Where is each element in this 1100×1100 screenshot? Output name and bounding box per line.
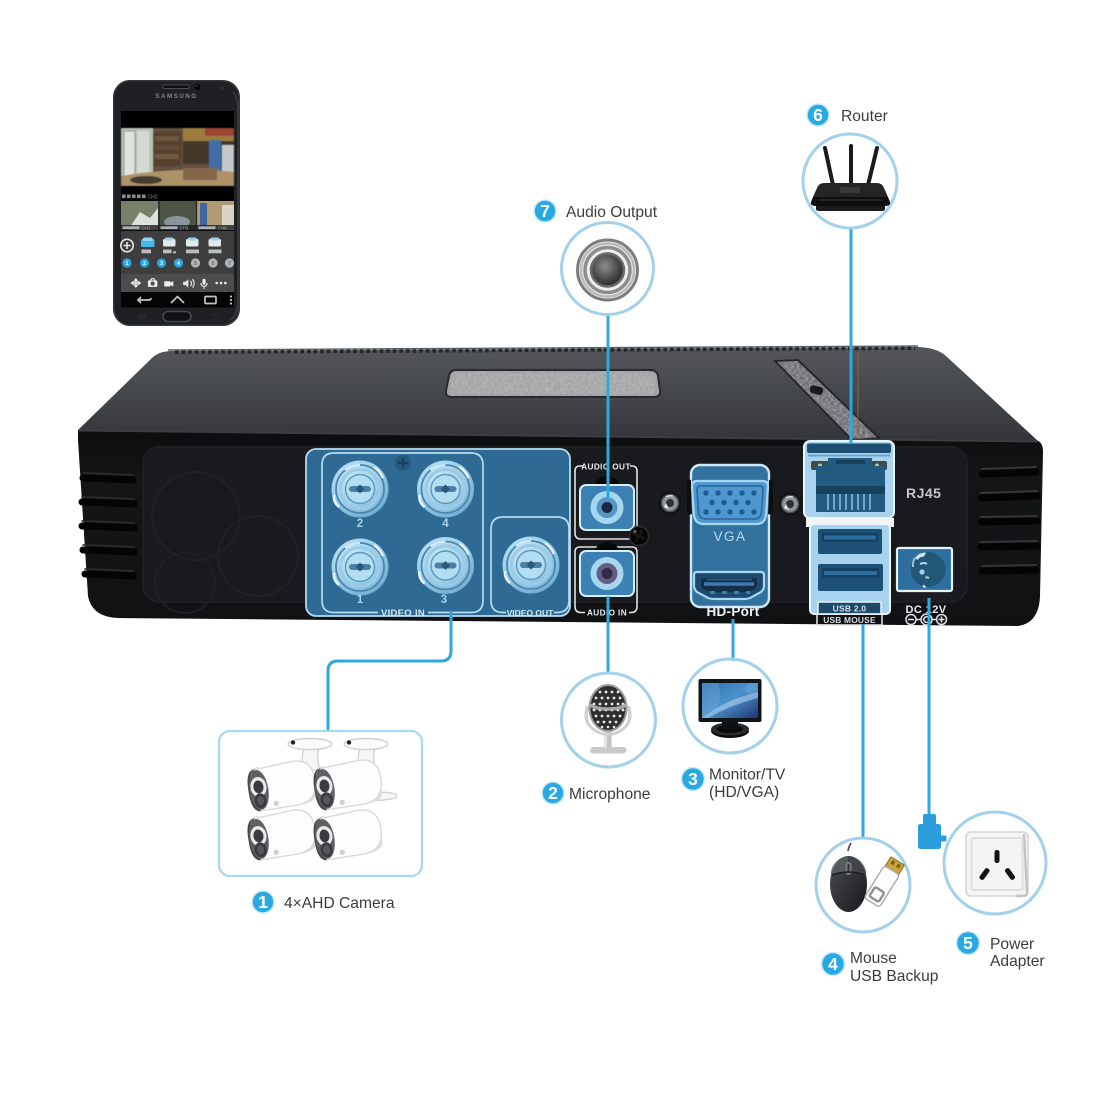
svg-text:CH1: CH1 [142, 225, 151, 230]
svg-text:3: 3 [160, 261, 163, 267]
svg-text:2: 2 [357, 518, 363, 530]
svg-text:5: 5 [963, 933, 973, 953]
svg-text:1: 1 [258, 892, 268, 912]
svg-text:1: 1 [357, 594, 364, 606]
svg-text:HD-Port: HD-Port [706, 604, 759, 619]
svg-text:1: 1 [125, 261, 128, 267]
svg-text:7: 7 [228, 261, 231, 267]
svg-text:Router: Router [841, 108, 888, 125]
svg-text:Monitor/TV: Monitor/TV [709, 767, 786, 784]
svg-text:Adapter: Adapter [990, 953, 1045, 970]
svg-text:USB MOUSE: USB MOUSE [823, 615, 876, 625]
svg-text:USB 2.0: USB 2.0 [833, 604, 867, 614]
svg-text:CH3: CH3 [180, 225, 189, 230]
svg-text:6: 6 [211, 261, 214, 267]
svg-text:4: 4 [442, 518, 449, 530]
svg-text:AUDIO OUT: AUDIO OUT [581, 463, 631, 472]
svg-text:4: 4 [828, 954, 838, 974]
svg-text:VIDEO IN: VIDEO IN [381, 608, 425, 619]
svg-text:5: 5 [194, 261, 197, 267]
svg-text:7: 7 [540, 201, 550, 221]
svg-text:Mouse: Mouse [850, 950, 897, 967]
svg-text:VIDEO OUT: VIDEO OUT [507, 608, 555, 618]
svg-text:VGA: VGA [713, 529, 746, 544]
svg-text:Audio Output: Audio Output [566, 204, 658, 221]
svg-text:2: 2 [143, 261, 146, 267]
svg-text:USB Backup: USB Backup [850, 968, 939, 985]
svg-text:2: 2 [548, 783, 558, 803]
svg-text:RJ45: RJ45 [906, 485, 941, 501]
svg-text:CH4: CH4 [218, 225, 227, 230]
svg-text:SAMSUNG: SAMSUNG [155, 93, 197, 100]
svg-text:Power: Power [990, 936, 1034, 953]
svg-text:(HD/VGA): (HD/VGA) [709, 784, 779, 801]
svg-text:DC 12V: DC 12V [906, 604, 947, 616]
svg-text:CH2: CH2 [148, 194, 158, 200]
svg-text:4×AHD Camera: 4×AHD Camera [284, 895, 395, 912]
svg-text:6: 6 [813, 105, 823, 125]
svg-text:3: 3 [688, 769, 698, 789]
svg-text:3: 3 [441, 594, 447, 606]
svg-text:Microphone: Microphone [569, 786, 650, 803]
svg-text:4: 4 [177, 261, 181, 267]
